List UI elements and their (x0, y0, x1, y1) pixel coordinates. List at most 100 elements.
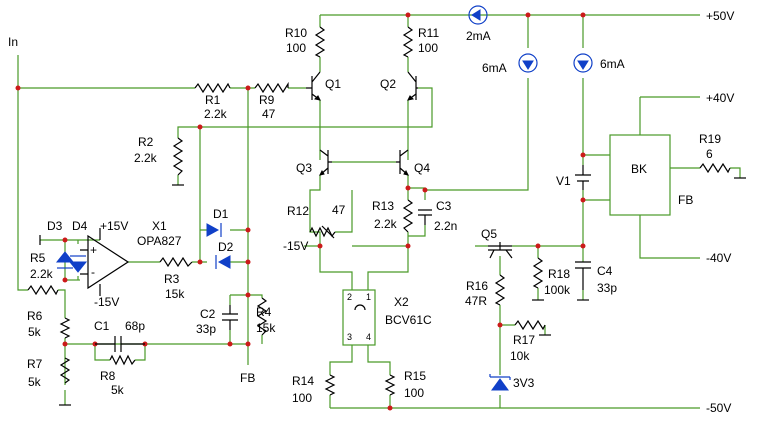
label-r18v: 100k (544, 283, 571, 297)
label-m15: -15V (283, 239, 308, 253)
transistor-q3 (319, 149, 332, 176)
label-3v3: 3V3 (513, 376, 535, 390)
resistor-r7 (59, 357, 71, 384)
label-r7v: 5k (28, 375, 42, 389)
label-r4v: 15k (256, 321, 276, 335)
label-r13v: 2.2k (374, 217, 398, 231)
bcv61c-package (342, 289, 376, 346)
capacitor-v1 (575, 165, 591, 190)
label-r1v: 2.2k (204, 107, 228, 121)
label-r16: R16 (466, 279, 488, 293)
label-pin3: 3 (347, 332, 352, 342)
label-q5: Q5 (481, 227, 497, 241)
label-r14v: 100 (292, 391, 312, 405)
label-r19: R19 (699, 132, 721, 146)
label-x1: X1 (152, 219, 167, 233)
label-pin4: 4 (366, 332, 371, 342)
label-r15: R15 (404, 369, 426, 383)
label-v1: V1 (556, 174, 571, 188)
resistor-r6 (59, 317, 71, 339)
label-m15b: -15V (94, 295, 119, 309)
diode-d1 (206, 223, 222, 237)
label-r2v: 2.2k (134, 151, 158, 165)
label-fb-right: FB (678, 193, 693, 207)
diode-d2 (215, 255, 231, 269)
label-x2: X2 (394, 295, 409, 309)
resistor-r16 (494, 274, 506, 306)
label-r6v: 5k (28, 325, 42, 339)
label-c2: C2 (200, 307, 216, 321)
label-q2: Q2 (380, 77, 396, 91)
resistor-r2 (172, 137, 184, 176)
label-r9: R9 (259, 93, 275, 107)
resistor-r9 (254, 81, 289, 94)
label-c2v: 33p (196, 322, 216, 336)
label-d4: D4 (72, 219, 88, 233)
label-c4: C4 (597, 264, 613, 278)
resistor-r15 (384, 374, 396, 396)
label-r7: R7 (27, 357, 43, 371)
label-plus: + (90, 243, 97, 257)
label-r12: R12 (287, 204, 309, 218)
resistor-r1 (194, 82, 231, 94)
diode-d3 (39, 235, 75, 269)
label-r11v: 100 (418, 41, 438, 55)
pot-wiper-r12 (321, 225, 335, 239)
label-x1v: OPA827 (137, 234, 182, 248)
label-r2: R2 (138, 135, 154, 149)
label-pin1: 1 (366, 292, 371, 302)
label-m50: -50V (706, 401, 731, 415)
label-r3v: 15k (165, 287, 185, 301)
resistor-r19 (699, 162, 731, 174)
label-d1: D1 (213, 207, 229, 221)
label-p15: +15V (100, 219, 128, 233)
bk-block (609, 134, 671, 216)
label-r4: R4 (256, 305, 272, 319)
label-r15v: 100 (404, 386, 424, 400)
capacitor-c3 (418, 209, 432, 225)
label-r10v: 100 (286, 41, 306, 55)
resistor-r8 (109, 354, 136, 366)
resistor-r3 (159, 256, 193, 268)
label-d2: D2 (218, 240, 234, 254)
transistor-q2 (407, 71, 418, 101)
label-m40: -40V (706, 251, 731, 265)
resistor-r5 (27, 284, 59, 296)
label-p50: +50V (706, 9, 734, 23)
label-r14: R14 (292, 374, 314, 388)
resistor-r11 (402, 26, 414, 58)
resistor-r14 (324, 374, 336, 396)
current-source-6ma-a (518, 53, 538, 73)
label-in: In (8, 35, 18, 49)
label-r18: R18 (548, 267, 570, 281)
resistor-r18 (532, 257, 544, 289)
label-r8: R8 (100, 369, 116, 383)
label-r13: R13 (372, 199, 394, 213)
transistor-q1 (306, 71, 321, 101)
label-r17: R17 (513, 333, 535, 347)
label-c3: C3 (436, 199, 452, 213)
resistor-r4 (256, 297, 268, 336)
label-6ma-b: 6mA (600, 57, 625, 71)
label-x2v: BCV61C (385, 313, 432, 327)
capacitor-c1 (95, 336, 145, 352)
ground-symbols (59, 177, 746, 406)
label-p40: +40V (706, 91, 734, 105)
zener-3v3 (489, 374, 511, 391)
transistor-q4 (396, 149, 409, 176)
label-minus: - (91, 265, 95, 279)
transistor-q5 (488, 242, 513, 259)
label-c3v: 2.2n (434, 219, 457, 233)
label-c4v: 33p (597, 281, 617, 295)
label-r5v: 2.2k (30, 267, 54, 281)
label-r6: R6 (27, 309, 43, 323)
label-c1v: 68p (125, 319, 145, 333)
label-r9v: 47 (262, 107, 276, 121)
label-r19v: 6 (706, 147, 713, 161)
label-d3: D3 (47, 219, 63, 233)
label-fb-left: FB (240, 371, 255, 385)
junctions (15, 12, 586, 411)
label-r10: R10 (285, 26, 307, 40)
opamp-x1 (80, 228, 130, 296)
resistor-r17 (514, 319, 546, 331)
